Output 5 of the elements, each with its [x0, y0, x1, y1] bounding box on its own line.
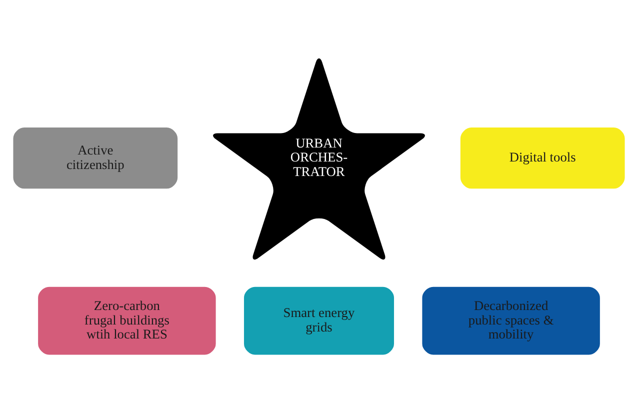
- node-box: Smart energy grids: [243, 285, 395, 356]
- node-box: Digital tools: [459, 126, 626, 190]
- node-box: Active citizenship: [12, 126, 179, 190]
- node-box: Decarbonized public spaces & mobility: [421, 285, 601, 356]
- node-box: Zero-carbon frugal buildings wtih local RES: [37, 285, 217, 356]
